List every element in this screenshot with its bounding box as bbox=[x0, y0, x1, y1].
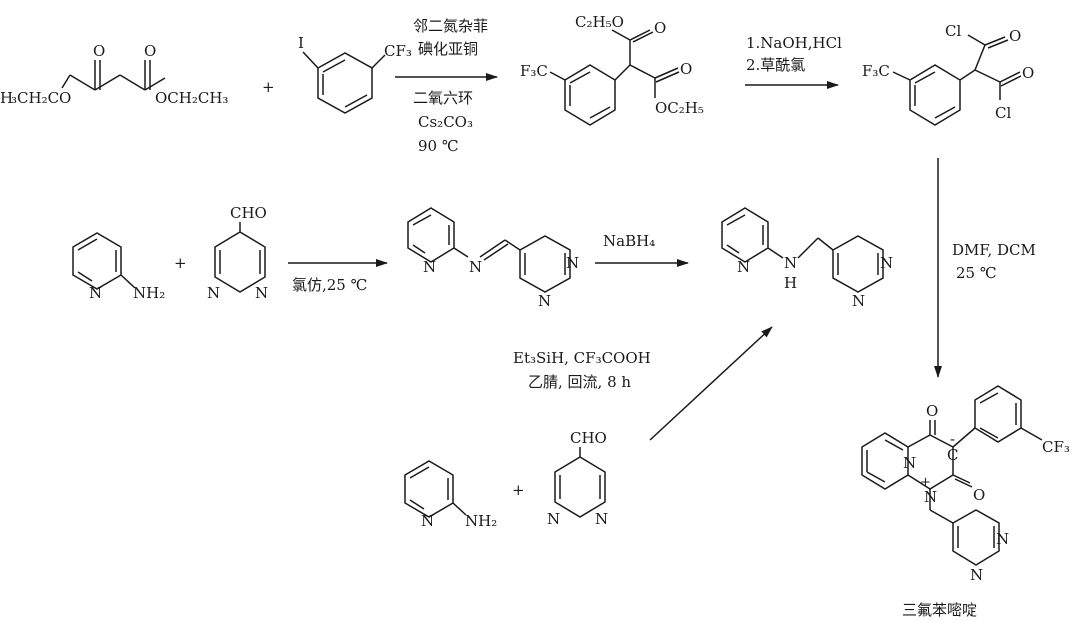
atom-n-plus: N bbox=[924, 488, 937, 506]
2-aminopyridine: N NH₂ bbox=[72, 232, 165, 302]
atom-o: O bbox=[654, 19, 666, 37]
group-f3c: F₃C bbox=[862, 62, 890, 80]
plus-sign: + bbox=[174, 254, 187, 272]
atom-n: N bbox=[423, 258, 436, 276]
atom-h: H bbox=[784, 274, 797, 292]
group-nh2: NH₂ bbox=[465, 512, 497, 530]
pyrimidine-5-carbaldehyde: CHO N N bbox=[207, 204, 268, 302]
atom-o: O bbox=[144, 42, 156, 60]
atom-i: I bbox=[298, 34, 304, 52]
atom-n: N bbox=[421, 512, 434, 530]
group-f3c: F₃C bbox=[520, 62, 548, 80]
pyrimidine-5-carbaldehyde: CHO N N bbox=[547, 429, 608, 528]
atom-n: N bbox=[469, 258, 482, 276]
ethoxy-left: ₃CH₂CO bbox=[11, 89, 71, 107]
condition-nabh4: NaBH₄ bbox=[603, 232, 655, 250]
atom-cl: Cl bbox=[995, 104, 1011, 122]
condition-90c: 90 ℃ bbox=[418, 137, 459, 155]
condition-cui: 碘化亚铜 bbox=[418, 40, 478, 58]
group-cho: CHO bbox=[570, 429, 607, 447]
atom-n: N bbox=[737, 258, 750, 276]
atom-o: O bbox=[973, 486, 985, 504]
atom-o: O bbox=[680, 60, 692, 78]
group-cf3: CF₃ bbox=[384, 42, 412, 60]
diethyl-malonate: O O H ₃CH₂CO OCH₂CH₃ bbox=[0, 42, 228, 107]
atom-n: N bbox=[996, 530, 1009, 548]
atom-n: N bbox=[207, 284, 220, 302]
atom-n: N bbox=[903, 454, 916, 472]
group-c2h5o: C₂H₅O bbox=[575, 13, 624, 31]
condition-25c: 25 ℃ bbox=[956, 264, 997, 282]
atom-n: N bbox=[784, 254, 797, 272]
atom-cl: Cl bbox=[945, 22, 961, 40]
group-nh2: NH₂ bbox=[133, 284, 165, 302]
group-cho: CHO bbox=[230, 204, 267, 222]
condition-chloroform: 氯仿,25 ℃ bbox=[292, 276, 367, 294]
diethyl-aryl-malonate: C₂H₅O O O OC₂H₅ F₃C bbox=[520, 13, 704, 126]
atom-n: N bbox=[547, 510, 560, 528]
condition-dioxane: 二氧六环 bbox=[413, 89, 473, 107]
atom-o: O bbox=[93, 42, 105, 60]
group-oc2h5: OC₂H₅ bbox=[655, 99, 704, 117]
atom-n: N bbox=[852, 292, 865, 310]
condition-et3sih-tfa: Et₃SiH, CF₃COOH bbox=[513, 349, 651, 367]
group-cf3: CF₃ bbox=[1042, 438, 1070, 456]
iodo-cf3-benzene: I CF₃ bbox=[298, 34, 412, 114]
atom-n: N bbox=[89, 284, 102, 302]
charge-plus: + bbox=[920, 475, 931, 490]
condition-dmf-dcm: DMF, DCM bbox=[952, 241, 1036, 259]
atom-o: O bbox=[1009, 27, 1021, 45]
pyridyl-imine: N N N N bbox=[407, 207, 579, 310]
atom-n: N bbox=[538, 292, 551, 310]
charge-minus: - bbox=[950, 430, 955, 448]
ethoxy-left-h: H bbox=[0, 89, 13, 107]
atom-n: N bbox=[566, 254, 579, 272]
triflumezopyrim-structure: O N C - N + O CF₃ N N bbox=[861, 385, 1070, 584]
atom-n: N bbox=[595, 510, 608, 528]
plus-sign: + bbox=[262, 78, 275, 96]
ethoxy-right: OCH₂CH₃ bbox=[155, 89, 228, 107]
condition-cs2co3: Cs₂CO₃ bbox=[418, 113, 473, 131]
atom-o: O bbox=[926, 402, 938, 420]
condition-naoh-hcl: 1.NaOH,HCl bbox=[746, 34, 842, 52]
atom-n: N bbox=[970, 566, 983, 584]
atom-n: N bbox=[880, 254, 893, 272]
pyridyl-amine: N N H N N bbox=[721, 207, 893, 310]
condition-phenanthroline: 邻二氮杂菲 bbox=[413, 17, 488, 35]
atom-o: O bbox=[1022, 64, 1034, 82]
condition-mecn-reflux: 乙腈, 回流, 8 h bbox=[528, 373, 631, 391]
condition-oxalyl-chloride: 2.草酰氯 bbox=[746, 56, 805, 74]
product-name: 三氟苯嘧啶 bbox=[902, 601, 977, 619]
atom-c-carbanion: C bbox=[947, 446, 958, 464]
reaction-arrow-5 bbox=[649, 326, 773, 441]
atom-n: N bbox=[255, 284, 268, 302]
aryl-malonyl-dichloride: Cl O O Cl F₃C bbox=[862, 22, 1034, 126]
plus-sign: + bbox=[512, 481, 525, 499]
2-aminopyridine: N NH₂ bbox=[404, 460, 497, 530]
